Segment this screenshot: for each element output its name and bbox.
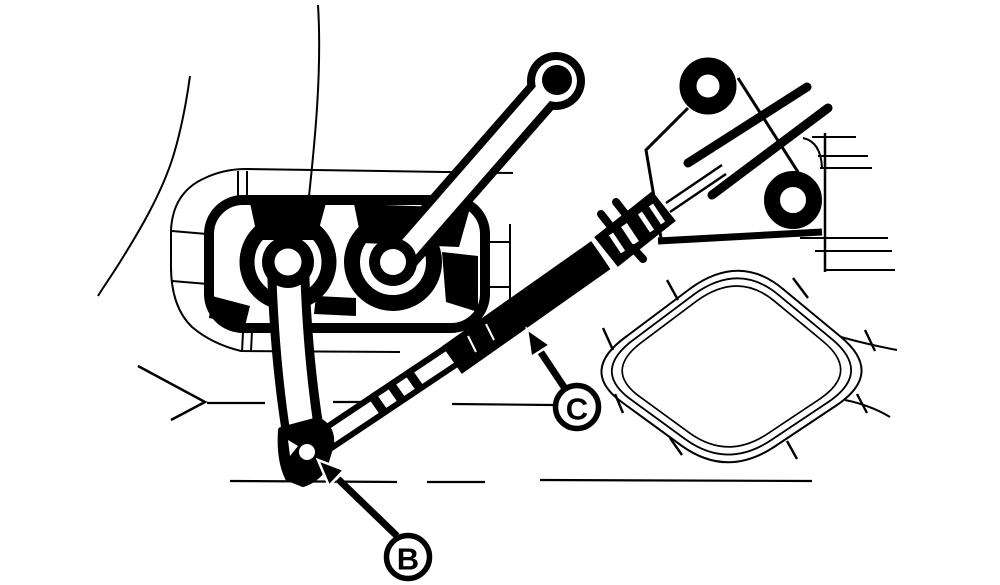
body-contour-curve-left xyxy=(97,75,191,297)
body-contour-curve-top xyxy=(308,4,321,197)
cable-rod xyxy=(299,337,473,462)
cable-bracket-base-edge xyxy=(657,228,823,245)
callout-c-arrow-shaft xyxy=(537,349,569,392)
floor-opening xyxy=(600,269,898,464)
floor-opening-middle xyxy=(610,276,853,457)
cable-adjuster-clip xyxy=(591,191,676,270)
body-contour-lines xyxy=(97,4,321,297)
callout-c-arrowhead xyxy=(525,326,553,360)
pivot-bushing-right-inner xyxy=(369,238,417,286)
control-cable xyxy=(665,82,833,214)
ground-lines xyxy=(137,364,813,484)
callout-b-label: B xyxy=(397,542,419,577)
floor-opening-ticks xyxy=(601,277,877,460)
pivot-bushing-right-outer xyxy=(344,213,442,311)
callout-c-circle xyxy=(552,382,602,432)
bracket-body xyxy=(204,195,490,333)
flange-hatch-ticks xyxy=(171,171,509,353)
lever-clevis xyxy=(277,417,335,487)
floor-opening-flare-top xyxy=(840,336,898,351)
threaded-adjuster-bands xyxy=(367,367,425,417)
callout-c: C xyxy=(525,326,602,432)
bracket-bushing-top xyxy=(679,57,737,115)
clip-prongs xyxy=(597,198,647,263)
floor-opening-flare-bottom xyxy=(844,399,891,418)
bracket-bushing-bottom xyxy=(764,171,822,229)
clevis-pin-hole xyxy=(299,444,315,460)
callout-b: B xyxy=(315,457,433,582)
shift-lever xyxy=(267,245,325,459)
arm-pivot-dot xyxy=(542,65,572,95)
coil-spring xyxy=(442,241,611,374)
callout-b-arrow-shaft xyxy=(335,476,400,539)
pivot-bushing-left-inner xyxy=(262,236,314,288)
link-rods xyxy=(683,82,833,200)
clevis-notch xyxy=(288,440,298,456)
callout-b-circle xyxy=(383,532,433,582)
control-arm xyxy=(378,52,585,280)
callout-c-label: C xyxy=(566,392,588,427)
adjuster-slots xyxy=(608,203,666,254)
callout-b-arrowhead xyxy=(315,457,347,489)
floor-seam-mark xyxy=(137,364,208,422)
body-edge-lines xyxy=(800,133,895,272)
floor-opening-outer xyxy=(600,269,863,464)
